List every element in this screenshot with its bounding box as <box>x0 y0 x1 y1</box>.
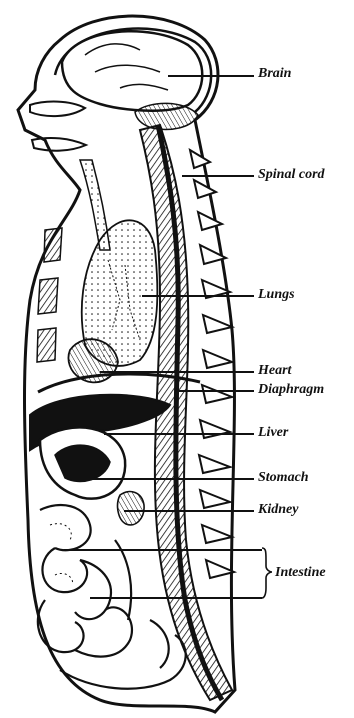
label-kidney: Kidney <box>258 502 298 518</box>
cerebellum <box>135 103 198 129</box>
kidney <box>118 492 145 525</box>
label-heart: Heart <box>258 363 291 379</box>
label-diaphragm: Diaphragm <box>258 382 324 398</box>
rib-muscle-3 <box>37 328 56 362</box>
rib-muscle-1 <box>44 228 62 262</box>
intestine-bracket <box>262 548 272 598</box>
label-brain: Brain <box>258 66 291 82</box>
mouth <box>32 138 86 151</box>
nasal-cavity <box>30 102 85 117</box>
spinous-processes <box>190 150 234 578</box>
label-liver: Liver <box>258 425 288 441</box>
label-spinal-cord: Spinal cord <box>258 167 325 183</box>
brain-shape <box>62 31 202 110</box>
label-lungs: Lungs <box>258 287 295 303</box>
label-intestine: Intestine <box>275 565 326 581</box>
label-stomach: Stomach <box>258 470 309 486</box>
rib-muscle-2 <box>38 278 58 314</box>
intestine-dotted-lines <box>50 524 73 585</box>
